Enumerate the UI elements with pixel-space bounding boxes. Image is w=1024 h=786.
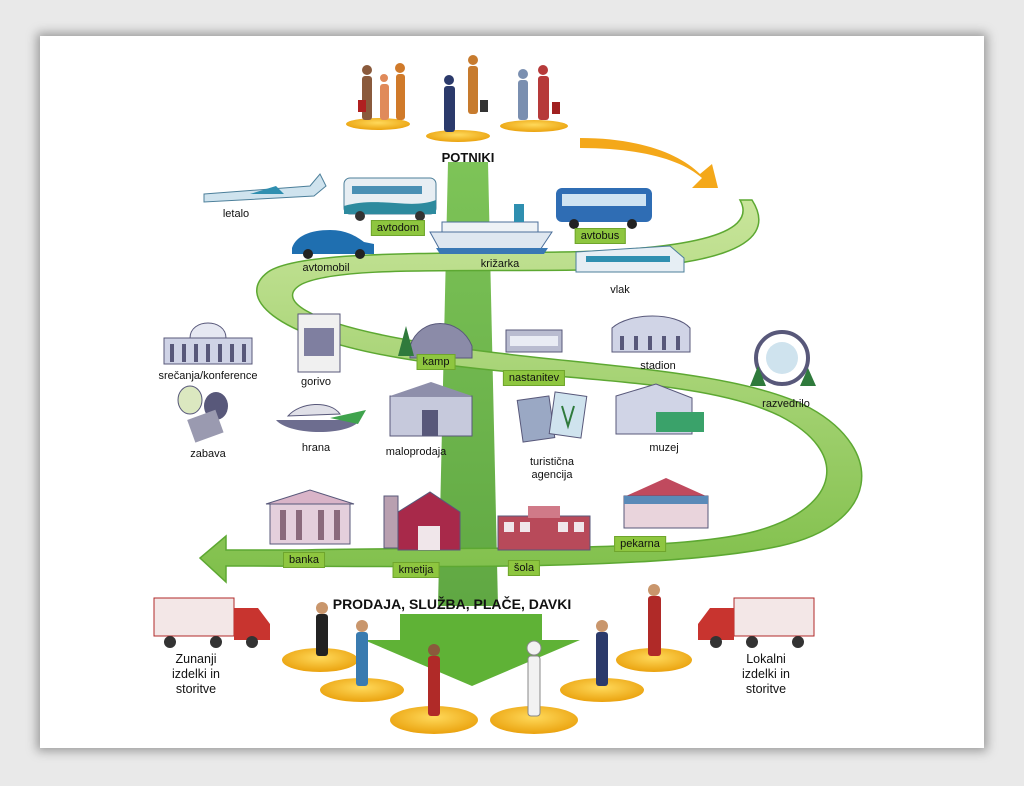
label-camp: kamp xyxy=(416,354,456,370)
ship-icon xyxy=(429,204,553,254)
label-retail: maloprodaja xyxy=(385,446,447,458)
bank-icon xyxy=(265,489,355,545)
label-food: hrana xyxy=(301,442,331,454)
local-truck-icon xyxy=(698,597,815,648)
conference-icon xyxy=(163,322,253,365)
label-bank: banka xyxy=(283,552,325,568)
external-line1: Zunanji xyxy=(175,652,217,666)
label-travel-agency-line1: turistična xyxy=(529,456,575,468)
label-fuel: gorivo xyxy=(301,376,331,388)
food-icon xyxy=(276,403,366,432)
ferris-wheel-icon xyxy=(750,330,816,386)
vertical-flow xyxy=(438,162,498,606)
label-local-goods: Lokalni izdelki in storitve xyxy=(721,652,811,697)
lodging-icon xyxy=(505,329,563,353)
masks-icon xyxy=(177,385,228,443)
label-lodging: nastanitev xyxy=(502,370,566,386)
label-museum: muzej xyxy=(649,442,679,454)
label-recreation: razvedrilo xyxy=(762,398,810,410)
local-line2: izdelki in xyxy=(742,667,790,681)
retail-icon xyxy=(389,382,473,437)
train-icon xyxy=(575,245,685,273)
label-stadium: stadion xyxy=(640,360,676,372)
label-school: šola xyxy=(507,560,541,576)
orange-arrow xyxy=(580,138,718,188)
label-train: vlak xyxy=(610,284,630,296)
travellers-group xyxy=(346,55,568,142)
headline-revenue: PRODAJA, SLUŽBA, PLAČE, DAVKI xyxy=(332,596,572,612)
farm-icon xyxy=(383,491,461,551)
label-entertainment: zabava xyxy=(190,448,226,460)
label-bakery: pekarna xyxy=(614,536,666,552)
s-ribbon xyxy=(198,199,863,584)
external-truck-icon xyxy=(153,597,270,648)
external-line3: storitve xyxy=(175,682,217,696)
plane-icon xyxy=(203,173,327,203)
stadium-icon xyxy=(611,315,691,353)
diagram-card: POTNIKI PRODAJA, SLUŽBA, PLAČE, DAVKI le… xyxy=(40,36,984,748)
bakery-icon xyxy=(623,478,709,529)
headline-travellers: POTNIKI xyxy=(441,150,495,165)
camp-icon xyxy=(398,323,473,359)
label-rv: avtodom xyxy=(370,220,426,236)
label-ship: križarka xyxy=(480,258,520,270)
label-bus: avtobus xyxy=(574,228,626,244)
diagram-canvas xyxy=(153,55,863,734)
label-conference: srečanja/konference xyxy=(158,370,258,382)
bottom-arrow xyxy=(364,614,580,686)
travel-agency-icon xyxy=(516,391,588,443)
rv-icon xyxy=(343,177,437,221)
local-line3: storitve xyxy=(745,682,787,696)
fuel-icon xyxy=(297,313,341,373)
label-farm: kmetija xyxy=(392,562,440,578)
car-icon xyxy=(292,230,374,259)
label-travel-agency-line2: agencija xyxy=(531,469,573,481)
label-external-goods: Zunanji izdelki in storitve xyxy=(151,652,241,697)
school-icon xyxy=(497,506,591,551)
workers-group xyxy=(282,584,692,734)
bus-icon xyxy=(556,188,652,229)
external-line2: izdelki in xyxy=(172,667,220,681)
label-plane: letalo xyxy=(222,208,250,220)
label-car: avtomobil xyxy=(302,262,350,274)
local-line1: Lokalni xyxy=(746,652,786,666)
museum-icon xyxy=(615,383,704,435)
label-travel-agency: turistična agencija xyxy=(530,456,574,482)
